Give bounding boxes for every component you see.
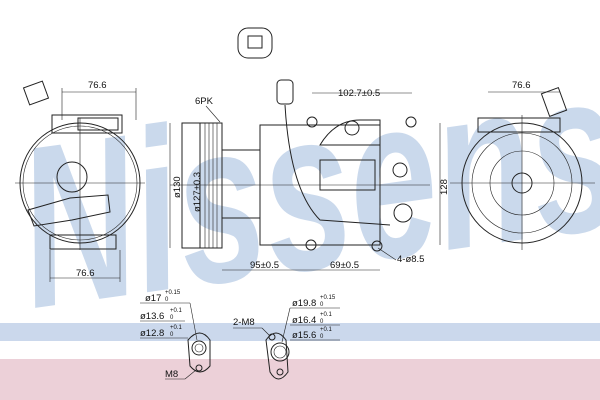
pulley-inner-dim: ø127±0.3 — [192, 172, 203, 212]
front-view: 76.6 76.6 — [15, 80, 145, 282]
belt-label: 6PK — [195, 96, 214, 107]
left-thread: M8 — [165, 369, 178, 380]
front-width-top: 76.6 — [88, 80, 107, 91]
blue-band — [0, 323, 600, 341]
right-d3-tol: +0.1 — [320, 327, 333, 333]
mount-a-dim: 95±0.5 — [250, 260, 279, 271]
mount-holes-dim: 4-ø8.5 — [397, 254, 424, 265]
pulley-outer-dim: ø130 — [172, 176, 183, 198]
left-d2-tol-low: 0 — [170, 315, 174, 321]
right-d1-tol: +0.15 — [320, 295, 336, 301]
rear-width-dim: 76.6 — [512, 80, 531, 91]
right-d2: ø16.4 — [292, 315, 316, 326]
fitting-right: 2-M8 ø19.8 +0.15 0 ø16.4 +0.1 0 ø15.6 +0… — [233, 295, 340, 380]
right-d3: ø15.6 — [292, 330, 316, 341]
front-width-bottom: 76.6 — [76, 268, 95, 279]
left-d2-tol: +0.1 — [170, 308, 183, 314]
left-d1-tol-low: 0 — [165, 297, 169, 303]
right-d3-tol-low: 0 — [320, 334, 324, 340]
right-d1-tol-low: 0 — [320, 302, 324, 308]
right-d2-tol-low: 0 — [320, 319, 324, 325]
left-d1-tol: +0.15 — [165, 290, 181, 296]
left-d3-tol: +0.1 — [170, 325, 183, 331]
fitting-left: ø17 +0.15 0 ø13.6 +0.1 0 ø12.8 +0.1 0 M8 — [140, 290, 211, 380]
left-d3: ø12.8 — [140, 328, 164, 339]
rear-height-dim: 128 — [439, 179, 450, 195]
right-thread: 2-M8 — [233, 317, 255, 328]
port-spacing-dim: 102.7±0.5 — [338, 88, 380, 99]
side-view: 6PK ø130 ø127±0.3 102.7±0.5 95±0.5 69±0.… — [169, 27, 430, 271]
mount-b-dim: 69±0.5 — [330, 260, 359, 271]
left-d2: ø13.6 — [140, 311, 164, 322]
left-d1: ø17 — [145, 293, 161, 304]
pink-band — [0, 359, 600, 400]
right-d2-tol: +0.1 — [320, 312, 333, 318]
left-d3-tol-low: 0 — [170, 332, 174, 338]
right-d1: ø19.8 — [292, 298, 316, 309]
rear-view: 128 76.6 — [439, 80, 595, 250]
